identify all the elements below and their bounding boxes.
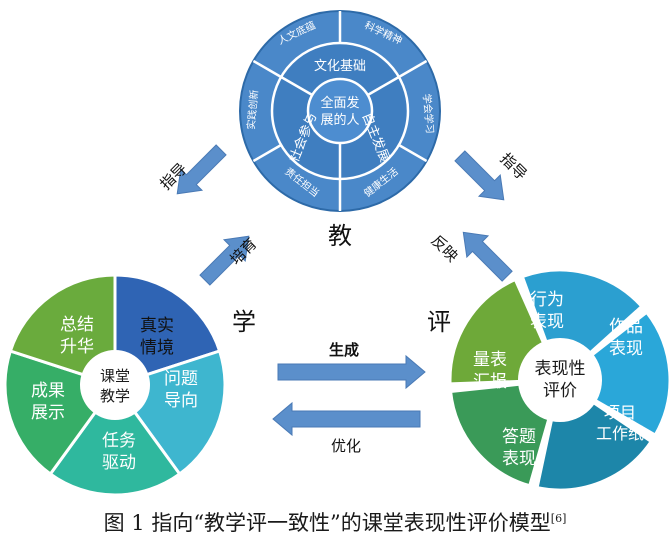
right-seg-1-line-2: 表现 — [530, 312, 564, 332]
label-ping: 评 — [427, 308, 451, 336]
left-seg-2-line-2: 导向 — [164, 391, 198, 411]
outer-ring-divider — [398, 59, 428, 79]
left-wheel-center — [80, 350, 150, 420]
left-seg-5-line-1: 总结 — [60, 315, 94, 335]
outer-ring-label-3: 学会学习 — [420, 93, 436, 134]
left-seg-5-line-2: 升华 — [60, 337, 94, 357]
label-jiao: 教 — [328, 222, 352, 250]
label-fanying: 反映 — [428, 231, 462, 265]
inner-ring-divider — [367, 75, 400, 97]
right-seg-4-line-2: 表现 — [502, 449, 536, 469]
top-center-line-2: 展的人 — [320, 112, 359, 128]
arrow-youhua — [272, 401, 421, 437]
right-seg-3-line-1: 项目 — [604, 403, 636, 422]
top-circle: 全面发 展的人 文化基础 自主发展 社会参与 人文底蕴 科学精神 学会学习 健康… — [239, 10, 441, 212]
arrow-zhidao-left — [176, 144, 227, 195]
arrow-peiyu — [199, 235, 250, 286]
right-seg-5-line-1: 量表 — [473, 350, 507, 370]
left-wheel: 课堂 教学 真实 情境 问题 导向 任务 驱动 成果 展示 总结 升华 — [3, 273, 227, 497]
outer-ring-divider — [398, 143, 428, 163]
right-seg-1-line-1: 行为 — [530, 290, 564, 310]
arrows — [176, 144, 513, 437]
caption-text: 图 1 指向“教学评一致性”的课堂表现性评价模型 — [103, 511, 551, 535]
label-xue: 学 — [232, 308, 256, 336]
right-seg-4-line-1: 答题 — [502, 427, 536, 447]
arrow-shengcheng — [277, 354, 426, 390]
figure-caption: 图 1 指向“教学评一致性”的课堂表现性评价模型[6] — [0, 507, 670, 537]
arrow-zhidao-right — [454, 150, 505, 201]
right-center-line-1: 表现性 — [535, 359, 586, 379]
top-center-line-1: 全面发 — [320, 95, 359, 111]
outer-ring-label-6: 实践创新 — [244, 89, 260, 130]
left-seg-2-line-1: 问题 — [164, 369, 198, 389]
left-seg-1-line-1: 真实 — [140, 316, 174, 336]
label-shengcheng: 生成 — [329, 341, 359, 359]
left-center-line-1: 课堂 — [100, 367, 130, 385]
label-zhidao-right: 指导 — [497, 149, 531, 183]
right-center-line-2: 评价 — [543, 381, 577, 401]
left-center-line-2: 教学 — [100, 387, 130, 405]
inner-ring-label-1: 文化基础 — [314, 59, 366, 74]
inner-ring-divider — [280, 75, 313, 97]
outer-ring-divider — [252, 143, 282, 163]
left-seg-4-line-1: 成果 — [31, 381, 65, 401]
right-seg-5-line-2: 汇报 — [473, 372, 507, 392]
right-seg-2-line-1: 作品 — [609, 317, 643, 337]
label-youhua: 优化 — [331, 437, 361, 455]
model-diagram: 全面发 展的人 文化基础 自主发展 社会参与 人文底蕴 科学精神 学会学习 健康… — [3, 10, 670, 497]
top-core — [306, 77, 374, 145]
right-wheel-center — [518, 338, 602, 422]
outer-ring-divider — [252, 59, 282, 79]
caption-ref: [6] — [550, 512, 567, 525]
left-seg-1-line-2: 情境 — [140, 338, 174, 358]
left-seg-3-line-2: 驱动 — [102, 453, 136, 473]
left-seg-4-line-2: 展示 — [31, 403, 65, 423]
arrow-fanying — [462, 231, 513, 282]
right-wheel: 表现性 评价 行为 表现 作品 表现 项目 工作纸 答题 表现 量表 汇报 — [448, 268, 670, 492]
left-seg-3-line-1: 任务 — [102, 431, 136, 451]
right-seg-2-line-2: 表现 — [609, 339, 643, 359]
right-seg-3-line-2: 工作纸 — [596, 424, 644, 443]
